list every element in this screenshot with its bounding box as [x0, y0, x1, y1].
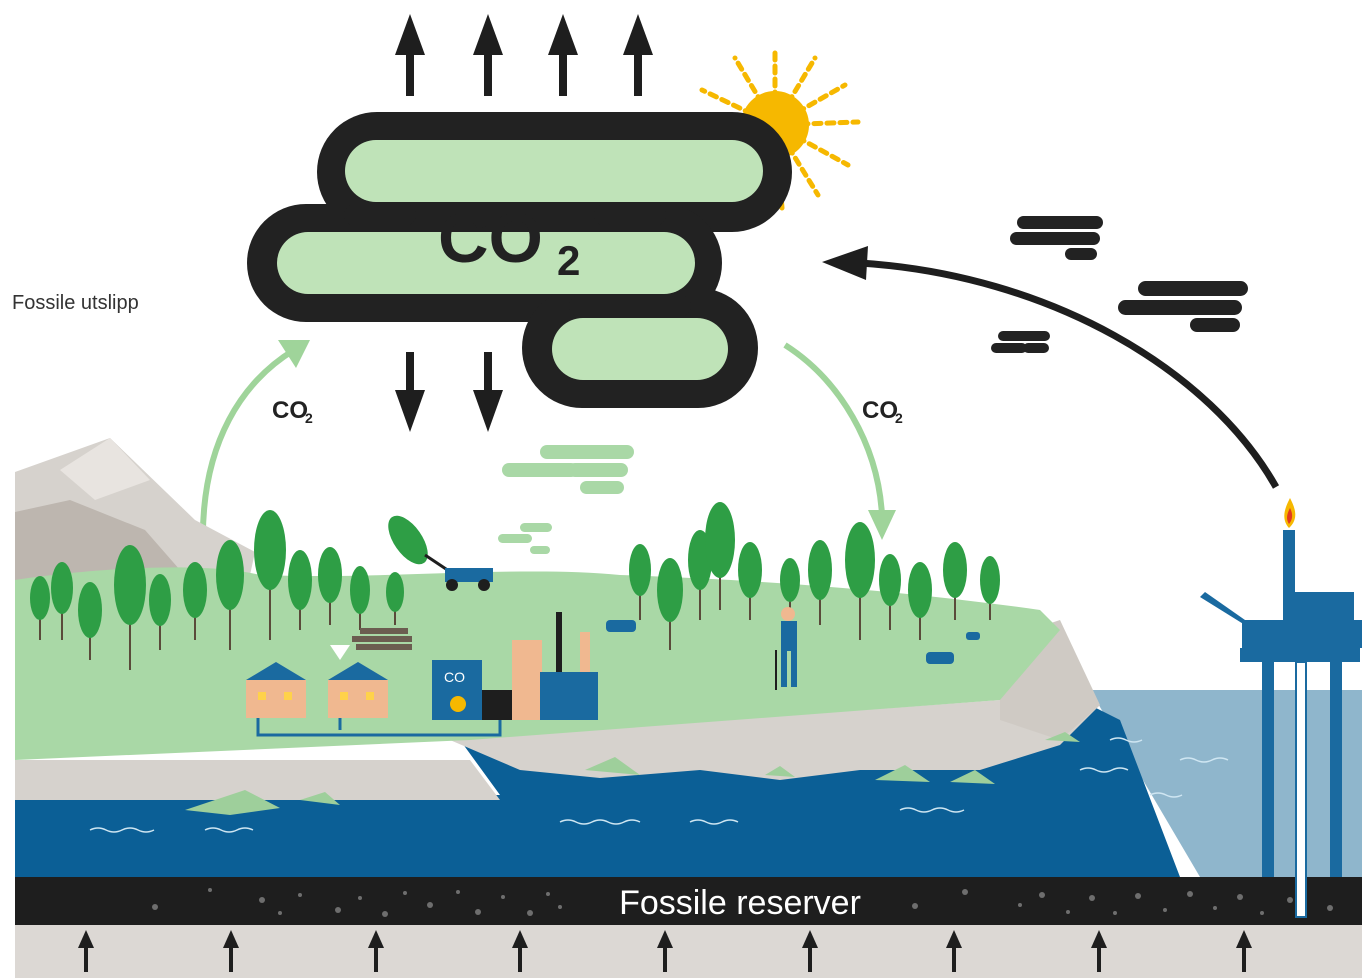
down-arrow-icon: [330, 645, 350, 660]
firewood-stack-icon: [352, 628, 412, 650]
cow-icon: [606, 620, 980, 664]
mountains: [15, 438, 255, 585]
forest-harvester-icon: [388, 515, 493, 591]
co2-right-label: CO 2: [862, 397, 903, 426]
co2-left-label: CO 2: [272, 397, 313, 426]
forest: [30, 502, 1000, 670]
co2-escape-arrows: [395, 14, 653, 96]
down-arrow-icon: [473, 352, 503, 432]
down-arrow-icon: [395, 352, 425, 432]
co2-main-subscript: 2: [557, 237, 580, 284]
up-arrow-icon: [623, 14, 653, 96]
co2-cloud: CO 2: [247, 112, 792, 408]
svg-text:CO: CO: [272, 397, 308, 424]
power-plant-icon: CO: [432, 612, 598, 720]
co2-main-label: CO: [438, 199, 543, 277]
fossil-reserves-label: Fossile reserver: [619, 884, 861, 922]
up-arrow-icon: [548, 14, 578, 96]
bedrock-pressure-arrows: [78, 930, 1252, 972]
svg-text:CO: CO: [862, 397, 898, 424]
co2-absorption-arrows: [199, 340, 896, 549]
fossil-emissions-label: Fossile utslipp: [12, 292, 139, 314]
up-arrow-icon: [395, 14, 425, 96]
oil-platform-icon: [1200, 498, 1362, 918]
emission-smoke-clouds: [991, 216, 1248, 353]
house-icon: [246, 662, 306, 718]
fossil-emission-arrow: [822, 246, 1280, 489]
house-icon: [328, 662, 388, 718]
bedrock: [15, 925, 1362, 978]
up-arrow-icon: [473, 14, 503, 96]
co2-downward-arrows: [395, 352, 503, 432]
forester-person-icon: [775, 607, 797, 690]
reserve-particles: [152, 888, 1333, 917]
svg-text:CO: CO: [444, 669, 465, 685]
svg-text:2: 2: [305, 410, 313, 426]
fossil-reserve-layer: [15, 877, 1362, 925]
settlement: CO: [246, 612, 598, 737]
svg-text:2: 2: [895, 410, 903, 426]
